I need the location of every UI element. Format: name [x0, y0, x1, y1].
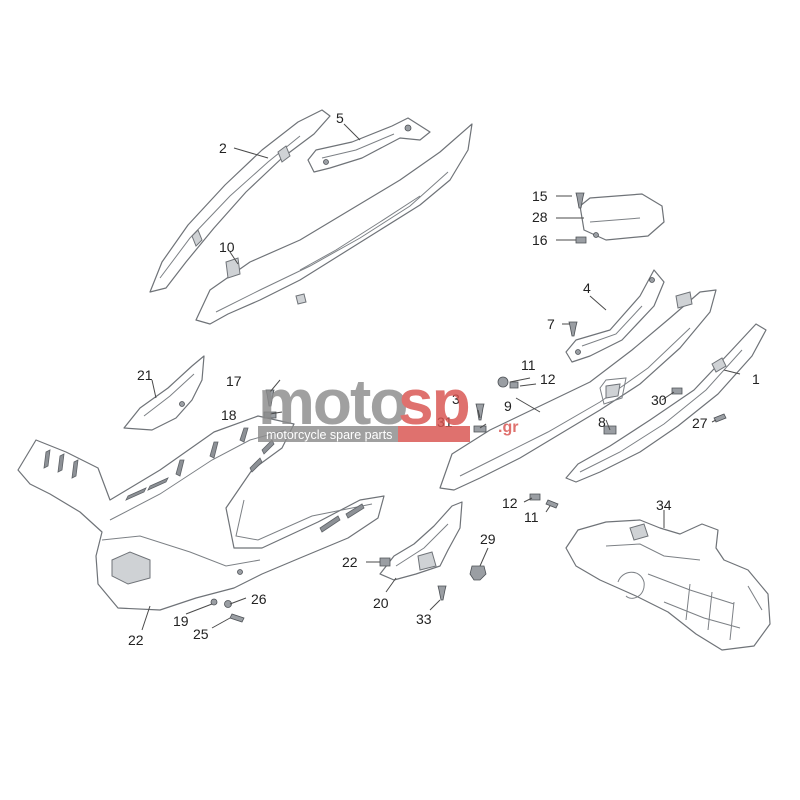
screw-17-icon [265, 389, 275, 407]
callout-7: 7 [547, 316, 555, 332]
leader-lines [141, 123, 741, 631]
callout-18: 18 [221, 407, 237, 423]
callout-25: 25 [193, 626, 209, 642]
watermark-tag-bg-red [398, 426, 470, 442]
part-2-rear-trim-strip [149, 109, 331, 293]
callout-labels: 2 5 10 15 28 16 4 7 1 11 12 3 9 31 17 18… [128, 110, 760, 648]
callout-2: 2 [219, 140, 227, 156]
callout-8: 8 [598, 414, 606, 430]
callout-5: 5 [336, 110, 344, 126]
part-34-under-tray [565, 519, 771, 651]
part-9-right-side-panel [439, 289, 717, 491]
callout-29: 22 [342, 554, 358, 570]
washer-26-icon [224, 600, 232, 608]
callout-1: 1 [752, 371, 760, 387]
screw-11-lower-icon [545, 499, 559, 509]
callout-22: 22 [128, 632, 144, 648]
part-5-grab-handle-left [307, 117, 431, 173]
watermark-logo: moto sp .gr motorcycle spare parts [258, 366, 518, 442]
watermark-tld: .gr [498, 419, 518, 436]
part-4-grab-handle-right [565, 269, 665, 363]
clip-19-icon [210, 598, 218, 606]
callout-9: 9 [504, 398, 512, 414]
clip-32-icon [473, 425, 487, 433]
clip-12-lower-icon [529, 493, 541, 501]
watermark-tag-bg-gray [258, 426, 398, 442]
screw-3-icon [475, 403, 485, 421]
callout-21: 21 [137, 367, 153, 383]
callout-12-lower: 12 [502, 495, 518, 511]
screw-27-icon [713, 413, 727, 423]
watermark-tagline: motorcycle spare parts [266, 428, 392, 442]
callout-26: 26 [251, 591, 267, 607]
screw-7-icon [568, 321, 578, 337]
part-22-footboard [17, 415, 385, 611]
clip-31-icon [671, 387, 683, 395]
rivet-28-icon [469, 565, 487, 581]
callout-33: 33 [416, 611, 432, 627]
screw-15-icon [575, 192, 585, 209]
callout-34: 34 [656, 497, 672, 513]
part-20-lower-bracket [379, 501, 463, 581]
callout-20: 20 [373, 595, 389, 611]
screw-33-icon [437, 585, 447, 601]
callout-3: 3 [452, 391, 460, 407]
callout-16: 16 [532, 232, 548, 248]
part-1-right-lower-trim [565, 323, 767, 483]
callout-10: 10 [219, 239, 235, 255]
part-21-bracket [123, 355, 205, 431]
part-30-cover-plate [579, 193, 665, 241]
callout-17: 17 [226, 373, 242, 389]
clip-12-upper-icon [509, 381, 519, 389]
callout-15: 15 [532, 188, 548, 204]
clip-29-icon [379, 557, 391, 567]
callout-27: 27 [692, 415, 708, 431]
callout-19: 19 [173, 613, 189, 629]
callout-11-lower: 11 [524, 509, 539, 525]
part-10-left-side-panel [195, 123, 473, 325]
screw-25-icon [229, 613, 245, 623]
clip-16-icon [575, 236, 587, 244]
callout-31: 30 [651, 392, 667, 408]
fasteners [210, 192, 727, 623]
nut-11-upper-icon [497, 376, 509, 388]
callout-30: 28 [532, 209, 548, 225]
callout-4: 4 [583, 280, 591, 296]
callout-12-upper: 12 [540, 371, 556, 387]
callout-28: 29 [480, 531, 496, 547]
callout-11-upper: 11 [521, 357, 536, 373]
